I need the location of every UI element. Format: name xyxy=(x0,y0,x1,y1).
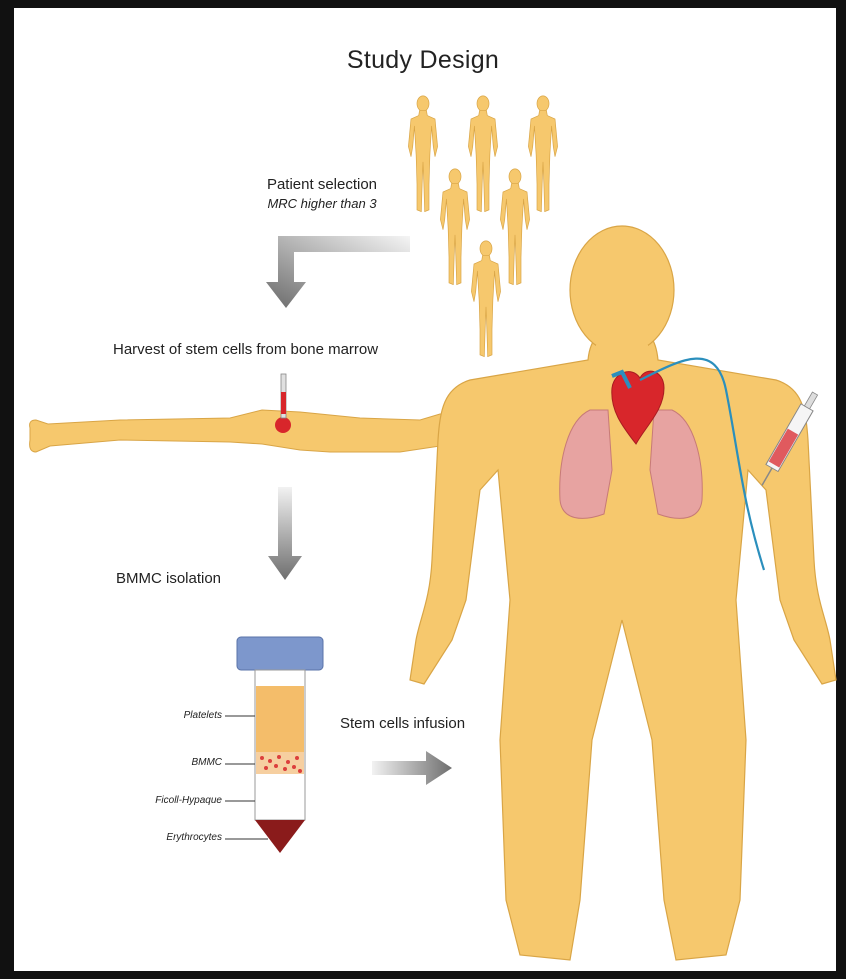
tube-layer-label: Erythrocytes xyxy=(122,832,222,843)
patient-figure-icon xyxy=(528,96,557,212)
arrow-harvest-to-isolation xyxy=(268,487,302,580)
tube-cap xyxy=(237,637,323,670)
recipient-body xyxy=(410,226,836,960)
tube-layer-label: Ficoll-Hypaque xyxy=(122,795,222,806)
diagram-title: Study Design xyxy=(0,46,846,75)
erythrocytes-layer xyxy=(255,820,305,853)
patient-figure-icon xyxy=(500,169,529,285)
stem-cells-infusion-label: Stem cells infusion xyxy=(340,715,465,732)
patient-figure-icon xyxy=(471,241,500,357)
harvest-label: Harvest of stem cells from bone marrow xyxy=(113,341,378,358)
arrow-to-infusion xyxy=(372,751,452,785)
neck xyxy=(596,345,648,373)
platelets-layer xyxy=(256,686,304,752)
patient-selection-criteria: MRC higher than 3 xyxy=(232,196,412,211)
bone-marrow-harvest-site xyxy=(275,374,291,433)
reclining-patient-icon xyxy=(30,410,480,452)
patient-figure-icon xyxy=(468,96,497,212)
tube-layer-label: Platelets xyxy=(122,710,222,721)
patient-figure-icon xyxy=(440,169,469,285)
patient-figure-icon xyxy=(408,96,437,212)
test-tube-icon xyxy=(225,637,323,853)
arrow-selection-to-harvest xyxy=(266,236,410,308)
head xyxy=(570,226,674,354)
patient-group xyxy=(408,96,557,357)
tube-layer-label: BMMC xyxy=(122,757,222,768)
bmmc-isolation-label: BMMC isolation xyxy=(116,570,221,587)
patient-selection-label: Patient selection xyxy=(232,176,412,193)
